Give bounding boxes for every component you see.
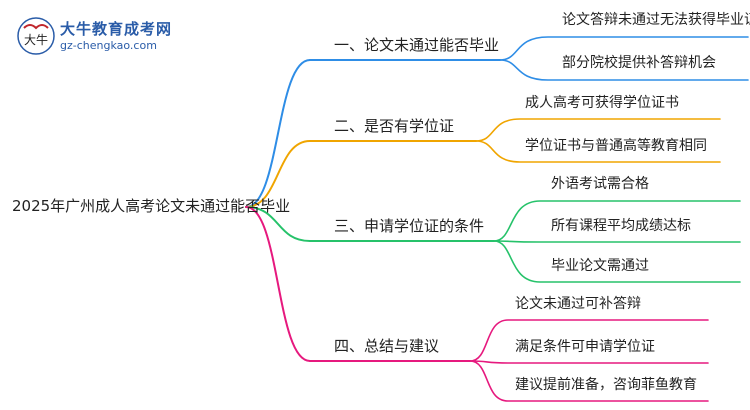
branch-3-leaf-2: 所有课程平均成绩达标 — [551, 218, 691, 234]
site-logo: 大牛 大牛教育成考网 gz-chengkao.com — [16, 16, 206, 58]
branch-3-leaf-2-connector — [493, 240, 741, 243]
logo-mark-text: 大牛 — [24, 32, 48, 47]
branch-4-leaf-2: 满足条件可申请学位证 — [515, 339, 655, 355]
branch-4-leaf-3-connector — [469, 360, 709, 402]
branch-4-leaf-1: 论文未通过可补答辩 — [515, 296, 641, 312]
branch-3-leaf-3-connector — [493, 240, 741, 283]
branch-4-leaf-2-connector — [469, 360, 709, 364]
root-to-branch-3-connector — [245, 206, 311, 242]
root-to-branch-1-connector — [245, 59, 311, 208]
branch-2-label: 二、是否有学位证 — [334, 117, 455, 135]
branch-3-leaf-1: 外语考试需合格 — [551, 176, 649, 192]
branch-3-label: 三、申请学位证的条件 — [334, 217, 485, 235]
branch-4-leaf-3: 建议提前准备，咨询菲鱼教育 — [515, 377, 697, 393]
bull-logo-icon: 大牛 — [17, 17, 55, 55]
branch-4-label: 四、总结与建议 — [334, 337, 440, 355]
branch-2-leaf-2-connector — [475, 140, 721, 163]
branch-2-leaf-1-connector — [475, 118, 721, 142]
root-to-branch-2-connector — [245, 140, 311, 208]
branch-3-leaf-1-connector — [493, 200, 741, 242]
branch-2-leaf-1: 成人高考可获得学位证书 — [525, 95, 679, 111]
branch-1-leaf-1: 论文答辩未通过无法获得毕业证 — [562, 12, 750, 28]
branch-3-leaf-3: 毕业论文需通过 — [551, 258, 649, 274]
branch-1-leaf-2-connector — [499, 59, 749, 81]
root-node: 2025年广州成人高考论文未通过能否毕业 — [12, 197, 291, 215]
branch-2-leaf-2: 学位证书与普通高等教育相同 — [525, 138, 707, 154]
branch-4-leaf-1-connector — [469, 319, 709, 362]
branch-1-leaf-1-connector — [499, 36, 749, 61]
logo-url: gz-chengkao.com — [60, 39, 157, 52]
branch-1-label: 一、论文未通过能否毕业 — [334, 36, 500, 54]
logo-title: 大牛教育成考网 — [60, 20, 173, 38]
branch-1-leaf-2: 部分院校提供补答辩机会 — [562, 55, 716, 71]
root-to-branch-4-connector — [245, 206, 311, 362]
